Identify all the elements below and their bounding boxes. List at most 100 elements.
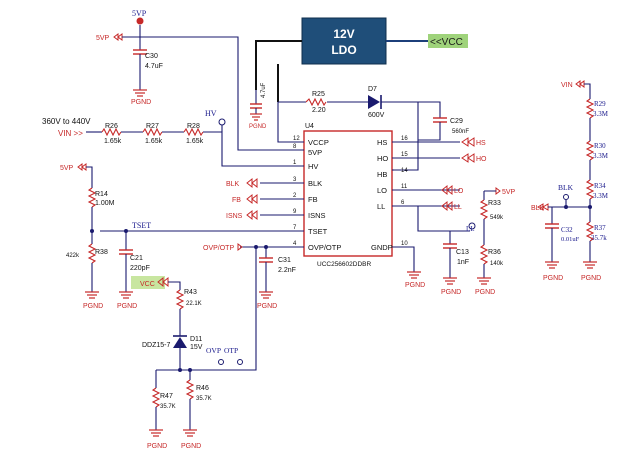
c31-ref: C31: [278, 257, 291, 264]
r33-ref: R33: [488, 200, 501, 207]
r46-value: 35.7K: [196, 396, 212, 402]
net-vcc: VCC: [140, 281, 155, 288]
c30-value: 4.7uF: [145, 63, 163, 70]
svg-text:FB: FB: [308, 195, 318, 204]
ldo-block[interactable]: [301, 17, 387, 65]
r28-value: 1.65k: [186, 138, 204, 145]
c30-gnd: PGND: [131, 99, 151, 106]
c30-ref: C30: [145, 53, 158, 60]
r36-ref: R36: [488, 249, 501, 256]
c31-value: 2.2nF: [278, 267, 296, 274]
c29-value: 560nF: [452, 129, 469, 135]
r14-5vp-net: 5VP: [60, 165, 74, 172]
r27-value: 1.65k: [145, 138, 163, 145]
ic-u4-ref: U4: [305, 123, 314, 130]
net-lo: LO: [454, 188, 464, 195]
net-blk: BLK: [226, 181, 240, 188]
svg-text:TSET: TSET: [308, 227, 328, 236]
r30-value: 3.3M: [593, 152, 609, 160]
svg-text:9: 9: [293, 209, 297, 215]
c29-ref: C29: [450, 118, 463, 125]
r47-ref: R47: [160, 393, 173, 400]
svg-text:BLK: BLK: [308, 179, 322, 188]
d11-ref: D11: [190, 336, 202, 343]
svg-text:16: 16: [401, 136, 408, 142]
r46-gnd: PGND: [181, 443, 201, 450]
ic-u4-part: UCC256602DDBR: [317, 261, 371, 268]
c21-ref: C21: [130, 255, 143, 262]
r34-ref: R34: [594, 182, 606, 190]
svg-text:LL: LL: [377, 202, 385, 211]
d7-value: 600V: [368, 112, 385, 119]
blk-net-in: BLK: [531, 205, 545, 212]
pin-gndp: 10 GNDP: [371, 241, 415, 272]
5vp-tp-label: 5VP: [132, 9, 147, 18]
r29-value: 3.3M: [593, 110, 609, 118]
net-isns: ISNS: [226, 213, 243, 220]
net-fb: FB: [232, 197, 241, 204]
ovp-label: OVP: [206, 346, 221, 355]
c21-value: 220pF: [130, 265, 150, 272]
hv-tp-label: HV: [205, 109, 217, 118]
net-ll: LL: [454, 204, 462, 211]
c32-ref: C32: [561, 226, 573, 234]
vcc-input-highlight: [428, 34, 468, 48]
r38-gnd: PGND: [83, 303, 103, 310]
otp-testpoint[interactable]: [237, 359, 243, 365]
net-hs: HS: [476, 140, 486, 147]
c32-value: 0.01uF: [561, 236, 580, 243]
ldo-cap-value: 4.7uF: [261, 82, 267, 98]
svg-text:7: 7: [293, 225, 297, 231]
net-ho: HO: [476, 156, 487, 163]
c13-gnd: PGND: [441, 289, 461, 296]
ic-u4-body[interactable]: [303, 130, 393, 257]
r38-value: 422k: [66, 253, 80, 259]
ldo-line1: 12V: [333, 27, 354, 41]
svg-text:HV: HV: [308, 162, 318, 171]
r29-ref: R29: [594, 100, 606, 108]
ll-testpoint[interactable]: [468, 222, 476, 230]
svg-text:ISNS: ISNS: [308, 211, 326, 220]
r30-ref: R30: [594, 142, 606, 150]
pin-ho: 15 HO: [377, 152, 460, 163]
ldo-line2: LDO: [331, 43, 356, 57]
gndp-gnd: PGND: [405, 282, 425, 289]
c31-gnd: PGND: [257, 303, 277, 310]
vin-right-label: VIN: [561, 82, 573, 89]
svg-text:GNDP: GNDP: [371, 243, 393, 252]
vin-range: 360V to 440V: [42, 117, 91, 126]
blk-testpoint[interactable]: [563, 194, 569, 200]
svg-text:15: 15: [401, 152, 408, 158]
d11-value: 15V: [190, 344, 203, 351]
ovp-testpoint[interactable]: [218, 359, 224, 365]
net-ovp-otp: OVP/OTP: [203, 245, 234, 252]
r28-ref: R28: [187, 123, 200, 130]
svg-text:HB: HB: [377, 170, 387, 179]
5vp-testpoint[interactable]: [136, 17, 144, 25]
r43-value: 22.1K: [186, 301, 202, 307]
r36-value: 140k: [490, 261, 504, 267]
svg-text:10: 10: [401, 241, 408, 247]
svg-text:6: 6: [401, 200, 405, 206]
r14-ref: R14: [95, 191, 108, 198]
svg-text:LO: LO: [377, 186, 387, 195]
r26-ref: R26: [105, 123, 118, 130]
r36-gnd: PGND: [475, 289, 495, 296]
svg-text:11: 11: [401, 184, 408, 190]
ll-tp-label: LL: [466, 225, 475, 233]
d11-part: DDZ15-7: [142, 342, 171, 349]
r34-value: 3.3M: [593, 192, 609, 200]
5vp-net-left: 5VP: [96, 35, 110, 42]
r33-5vp-net: 5VP: [502, 189, 516, 196]
svg-text:HO: HO: [377, 154, 388, 163]
hv-testpoint[interactable]: [218, 118, 226, 126]
ldo-vcc-input: <<VCC: [430, 37, 463, 48]
